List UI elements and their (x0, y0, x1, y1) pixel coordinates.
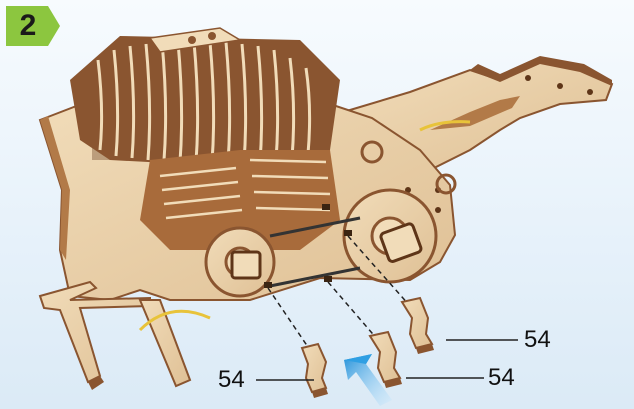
callout-label: 54 (524, 328, 551, 352)
part-54-piece-right (402, 298, 434, 354)
callout-label: 54 (488, 366, 515, 390)
step-number: 2 (6, 6, 50, 46)
engine-cylinders (70, 28, 340, 170)
callout-label: 54 (218, 368, 245, 392)
part-54-piece-left (302, 344, 328, 398)
